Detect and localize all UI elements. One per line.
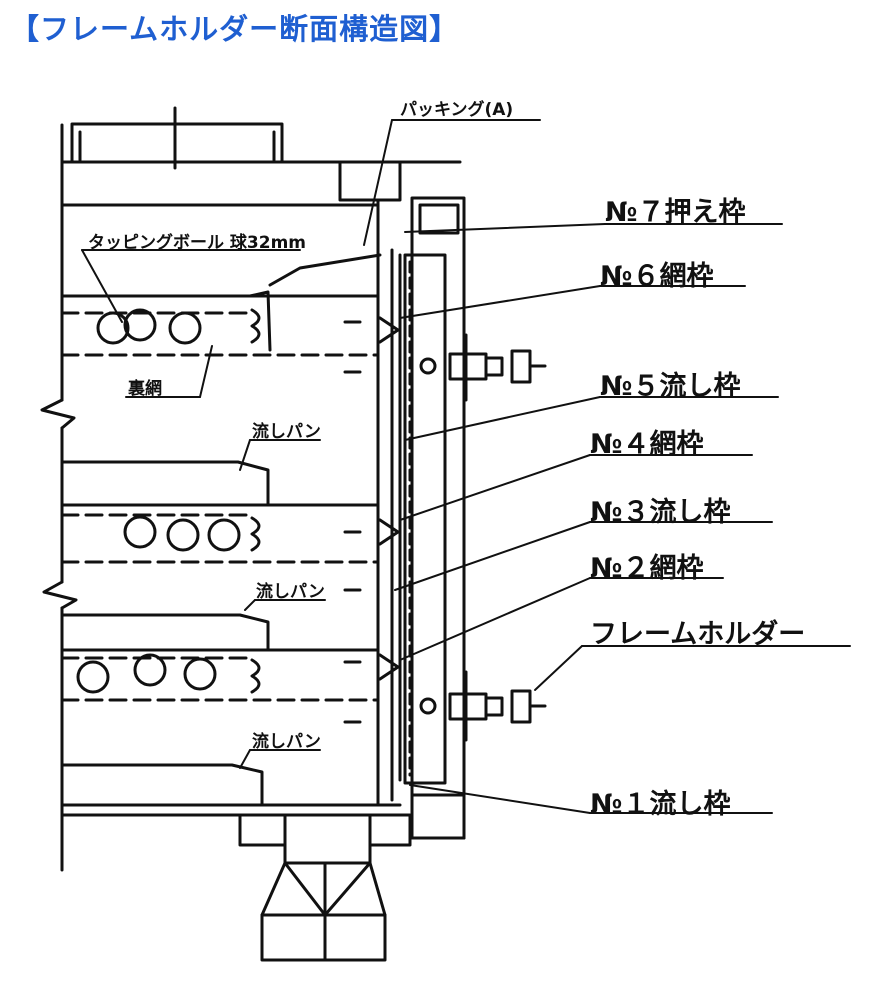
page-title: 【フレームホルダー断面構造図】 xyxy=(10,12,460,46)
tier-1 xyxy=(60,203,382,357)
label-frame-5: №５流し枠 xyxy=(600,371,741,402)
label-back-mesh: 裏網 xyxy=(128,379,162,399)
label-frame-holder: フレームホルダー xyxy=(590,619,806,650)
label-frame-4: №４網枠 xyxy=(590,429,704,460)
tier-4 xyxy=(60,763,412,847)
outlet-hopper xyxy=(260,813,387,962)
label-drain-pan-2: 流しパン xyxy=(256,582,325,602)
label-frame-3: №３流し枠 xyxy=(590,497,731,528)
tier-3 xyxy=(60,613,380,702)
label-frame-2: №２網枠 xyxy=(590,553,704,584)
left-wall xyxy=(40,123,78,872)
top-duct xyxy=(60,106,462,202)
leader-lines xyxy=(81,119,851,814)
frame-holder-body xyxy=(410,196,466,840)
label-drain-pan-1: 流しパン xyxy=(252,422,321,442)
label-frame-6: №６網枠 xyxy=(600,261,714,292)
tier-2 xyxy=(60,460,380,564)
label-packing-a: パッキング(A) xyxy=(400,100,514,120)
label-drain-pan-3: 流しパン xyxy=(252,732,321,752)
label-tapping-ball: タッピングボール 球32mm xyxy=(88,233,307,253)
label-frame-1: №１流し枠 xyxy=(590,789,731,820)
upper-bolt xyxy=(419,333,547,402)
label-frame-7: №７押え枠 xyxy=(605,197,746,228)
lower-bolt xyxy=(419,670,547,742)
frame-stack xyxy=(343,198,447,807)
